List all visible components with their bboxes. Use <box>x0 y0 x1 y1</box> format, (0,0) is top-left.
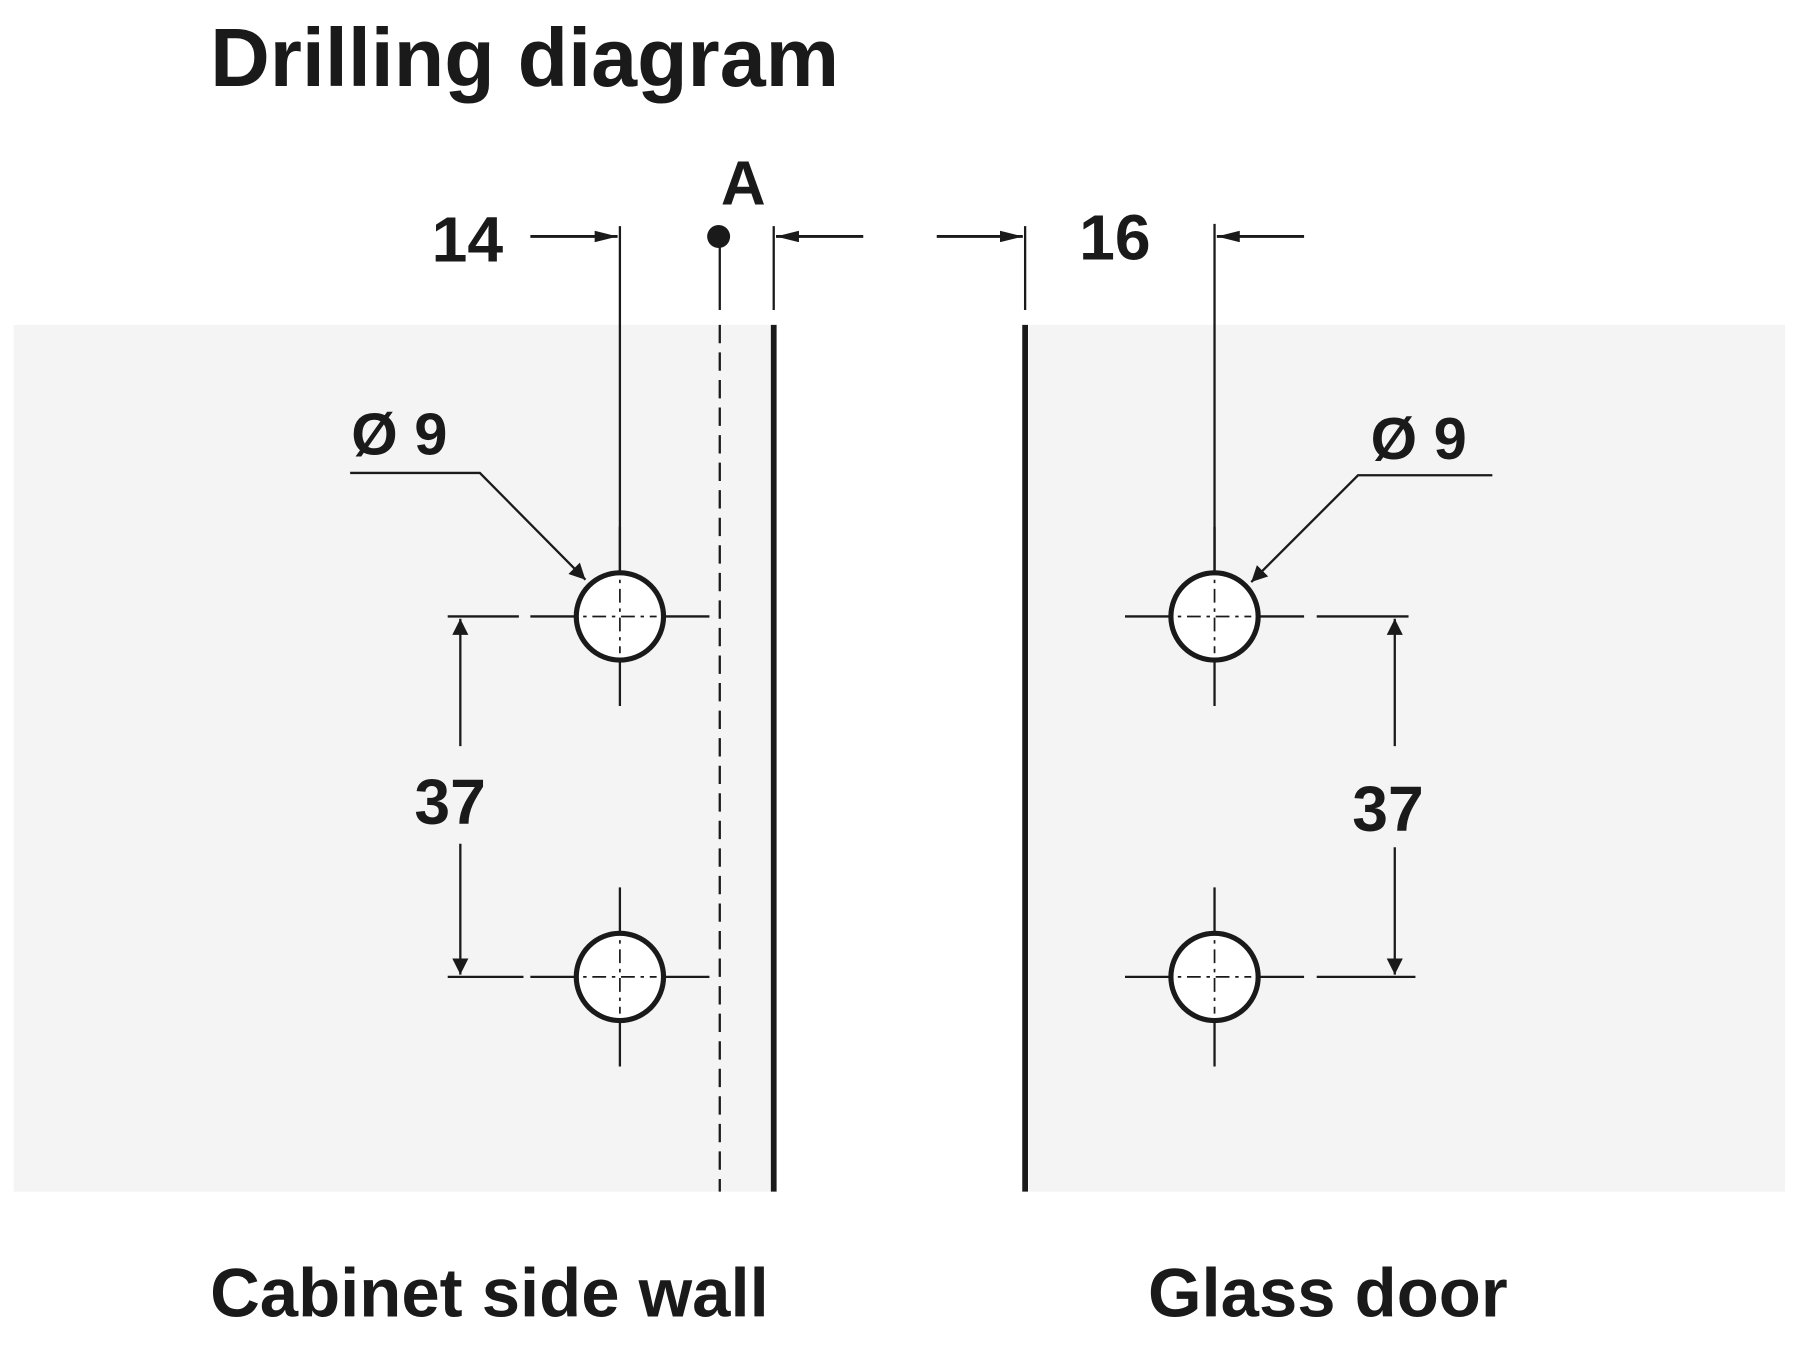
spacing-left: 37 <box>414 766 485 838</box>
diameter-right: Ø 9 <box>1371 405 1467 472</box>
drill-hole <box>573 930 667 1024</box>
drill-hole <box>1168 570 1261 663</box>
dimension-14: 14 <box>432 204 504 276</box>
reference-point-a <box>707 225 731 248</box>
door-label: Glass door <box>1148 1255 1508 1332</box>
drill-hole <box>1168 930 1261 1024</box>
page-title: Drilling diagram <box>210 11 839 104</box>
spacing-right: 37 <box>1352 773 1423 845</box>
reference-label-a: A <box>721 149 766 218</box>
drill-hole <box>573 570 667 663</box>
door-panel <box>1028 324 1786 1192</box>
dimension-lines <box>350 223 1493 1192</box>
cabinet-panel <box>13 324 772 1192</box>
cabinet-label: Cabinet side wall <box>210 1255 769 1332</box>
diameter-left: Ø 9 <box>351 401 447 468</box>
dimension-16: 16 <box>1079 201 1150 273</box>
drill-holes <box>530 526 1305 1067</box>
